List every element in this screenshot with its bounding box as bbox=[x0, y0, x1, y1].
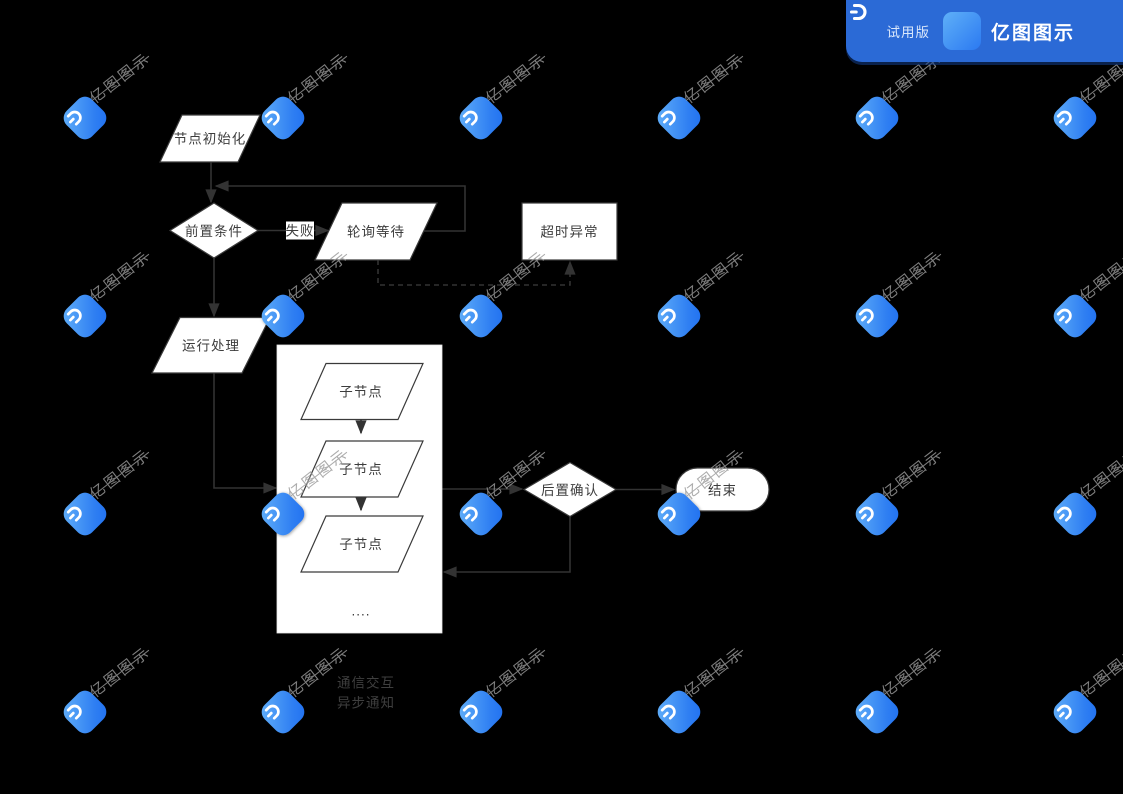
trial-badge: 试用版 bbox=[886, 25, 930, 40]
node-child1-label: 子节点 bbox=[339, 385, 383, 400]
node-timeout bbox=[521, 202, 618, 261]
node-child1 bbox=[300, 362, 424, 421]
node-polling bbox=[314, 202, 438, 261]
edge-label-fail: 失败 bbox=[286, 224, 315, 239]
node-timeout-label: 超时异常 bbox=[541, 225, 599, 240]
trial-banner: 试用版 亿图图示 bbox=[846, 0, 1123, 62]
node-init-label: 节点初始化 bbox=[174, 131, 247, 147]
node-polling-label: 轮询等待 bbox=[347, 224, 405, 240]
node-child3 bbox=[300, 515, 424, 573]
node-child2-label: 子节点 bbox=[339, 462, 383, 477]
connector-postconfirm-return-to-container bbox=[442, 516, 571, 578]
legend-async: 异步通知 bbox=[337, 695, 395, 711]
edge-label-fail-bg bbox=[286, 221, 314, 240]
connector-run-to-container bbox=[213, 373, 278, 494]
legend-communication: 通信交互 bbox=[337, 675, 395, 691]
container-ellipsis: .... bbox=[351, 604, 370, 619]
connector-polling-to-timeout-dashed bbox=[377, 260, 576, 286]
node-run-label: 运行处理 bbox=[182, 339, 240, 354]
node-precondition bbox=[168, 202, 260, 259]
node-postconfirm-label: 后置确认 bbox=[541, 483, 599, 498]
node-child3-label: 子节点 bbox=[339, 537, 383, 552]
edraw-logo-icon bbox=[849, 3, 981, 50]
node-init bbox=[159, 114, 261, 163]
node-postconfirm bbox=[522, 461, 618, 518]
node-end-label: 结束 bbox=[708, 483, 737, 498]
node-child2 bbox=[300, 440, 424, 498]
node-run bbox=[151, 316, 271, 374]
app-name: 亿图图示 bbox=[990, 22, 1075, 44]
node-precondition-label: 前置条件 bbox=[185, 223, 243, 239]
connector-polling-loopback bbox=[214, 180, 466, 232]
